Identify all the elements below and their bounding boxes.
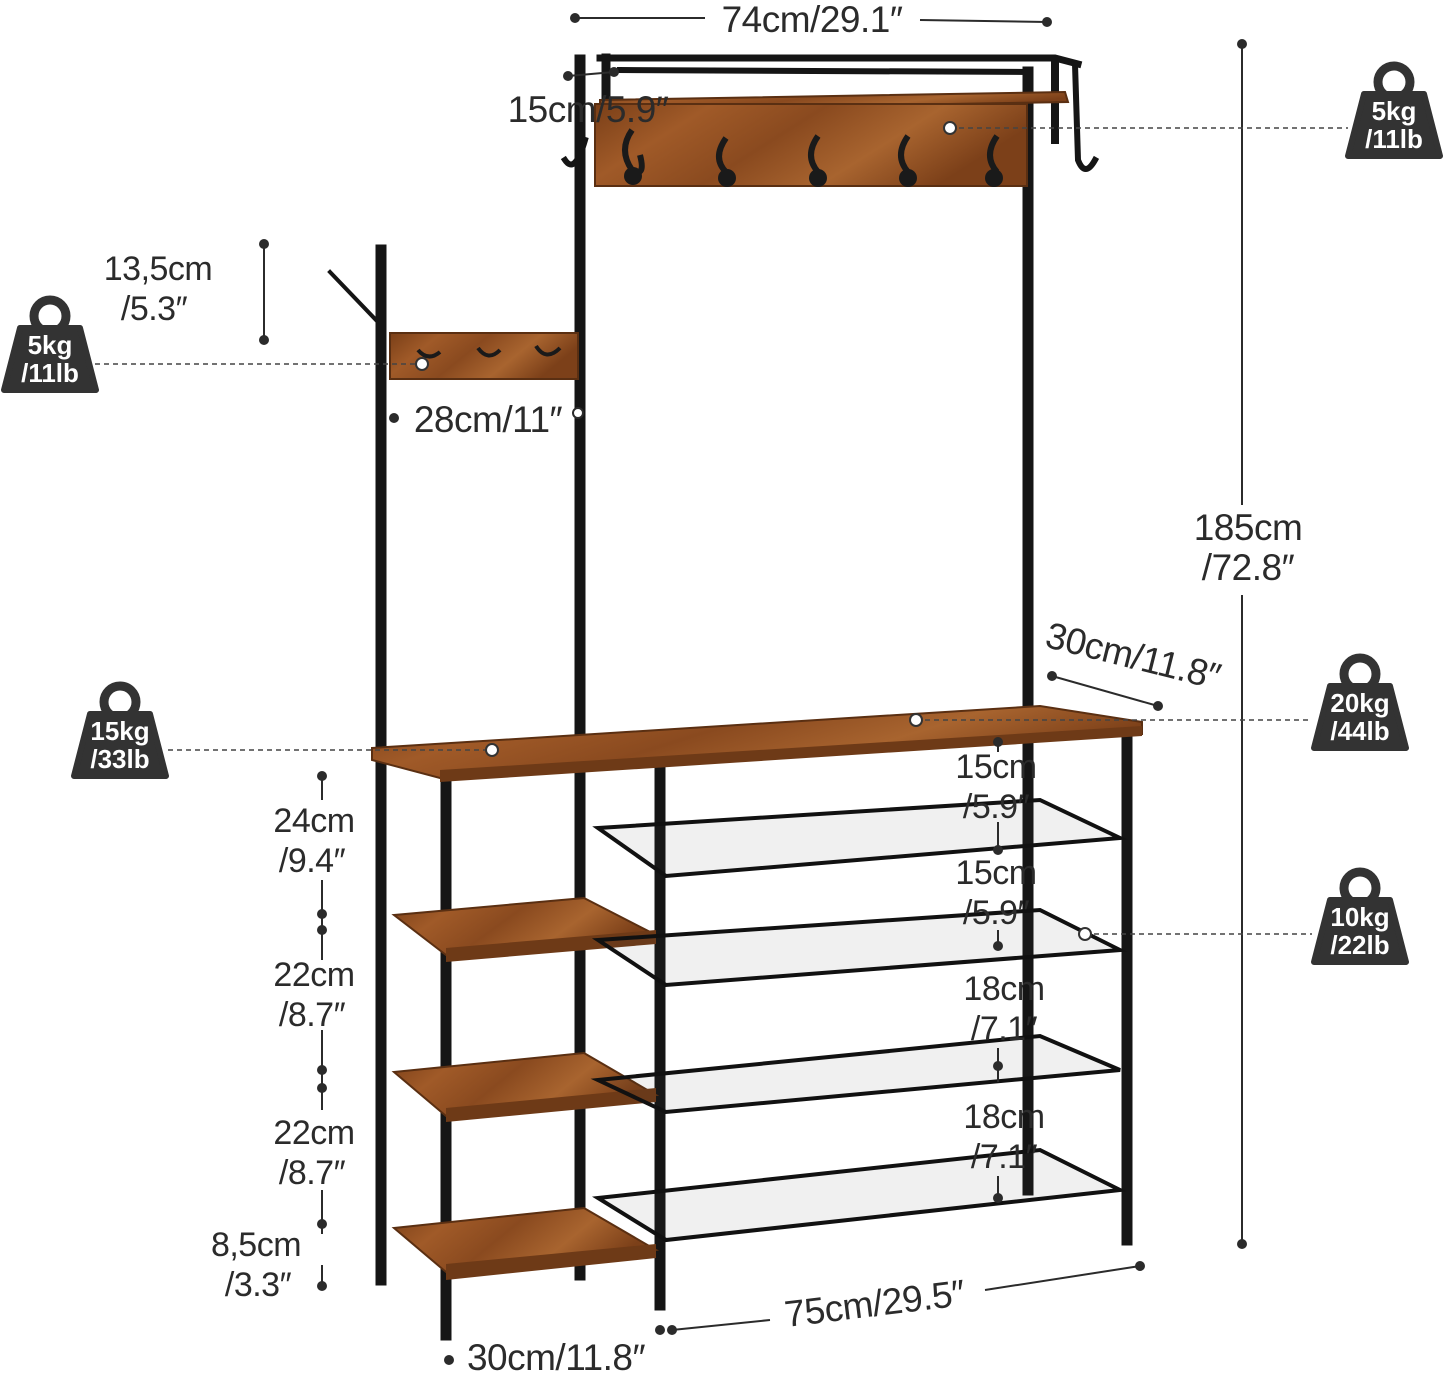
load-lines [95,121,1348,941]
weight-badge-bench-left: 15kg /33lb [74,686,166,776]
hook-3 [808,134,827,187]
weight-label-lb: /44lb [1330,716,1389,746]
top-left-hook [560,136,589,168]
label-left-gap-2-cm: 22cm [273,956,354,994]
bench-edge [440,726,1142,782]
side-hook-1 [416,348,442,359]
label-left-gap-1-cm: 24cm [273,802,354,840]
mesh-shelf-3 [590,1033,1121,1115]
weight-label-lb: /22lb [1330,930,1389,960]
hook-1 [622,128,645,185]
label-right-gap-3-cm: 18cm [963,970,1044,1008]
label-side-hook-height-cm: 13,5cm [104,250,213,288]
weight-badge-side-hooks: 5kg /11lb [4,300,96,390]
mesh-shelf-4 [591,1147,1127,1243]
mesh-shelf-2 [591,907,1128,988]
label-right-gap-2-in: /5.9″ [963,894,1030,932]
top-bar-back [616,66,1034,76]
label-bottom-depth: 30cm/11.8″ [467,1337,646,1375]
top-right-hook [1071,60,1100,172]
top-bar [596,54,1083,69]
hook-4 [898,134,917,187]
side-hook-3 [534,344,562,357]
side-hook-arm [327,269,379,323]
left-shelf-2-edge [446,1088,656,1122]
label-total-height-cm: 185cm [1194,507,1303,548]
label-hook-panel-offset: 15cm/5.9″ [508,89,669,130]
weight-label-lb: /11lb [21,358,79,388]
label-total-height-in: /72.8″ [1202,547,1295,588]
side-hook-2 [476,346,502,358]
label-left-gap-4-in: /3.3″ [225,1266,292,1304]
label-right-gap-3-in: /7.1″ [971,1010,1038,1048]
label-bottom-width: 75cm/29.5″ [782,1272,967,1335]
left-shelf-3-edge [446,1244,656,1280]
weight-label-kg: 5kg [1372,96,1417,126]
label-left-gap-4-cm: 8,5cm [211,1226,301,1264]
label-side-hook-height-in: /5.3″ [121,290,188,328]
label-side-hook-width: 28cm/11″ [414,399,563,440]
weight-label-lb: /11lb [1365,124,1423,154]
label-left-gap-2-in: /8.7″ [279,996,346,1034]
rack-frame [327,53,1133,1341]
weight-label-kg: 20kg [1330,688,1389,718]
weight-label-kg: 15kg [90,716,149,746]
weight-badge-shoe-shelf: 10kg /22lb [1314,872,1406,962]
label-top-width: 74cm/29.1″ [722,0,903,40]
label-right-gap-4-in: /7.1″ [971,1138,1038,1176]
mesh-shelves [590,797,1128,1243]
weight-badge-bench-right: 20kg /44lb [1314,658,1406,748]
label-left-gap-1-in: /9.4″ [279,842,346,880]
label-right-gap-1-in: /5.9″ [963,788,1030,826]
dimension-labels: 74cm/29.1″ 15cm/5.9″ 185cm /72.8″ 13,5cm… [104,0,1303,1375]
label-bench-depth: 30cm/11.8″ [1042,614,1225,697]
weight-badge-top-hooks: 5kg /11lb [1348,66,1440,156]
mesh-shelf-1 [592,797,1128,879]
hooks [416,128,1003,359]
label-left-gap-3-in: /8.7″ [279,1154,346,1192]
hook-5 [985,134,1003,187]
label-right-gap-1-cm: 15cm [955,748,1036,786]
label-left-gap-3-cm: 22cm [273,1114,354,1152]
hook-2 [716,136,736,187]
weight-label-lb: /33lb [90,744,149,774]
label-right-gap-2-cm: 15cm [955,854,1036,892]
weight-label-kg: 10kg [1330,902,1389,932]
label-right-gap-4-cm: 18cm [963,1098,1044,1136]
weight-label-kg: 5kg [28,330,73,360]
dimension-lines [259,13,1247,1365]
